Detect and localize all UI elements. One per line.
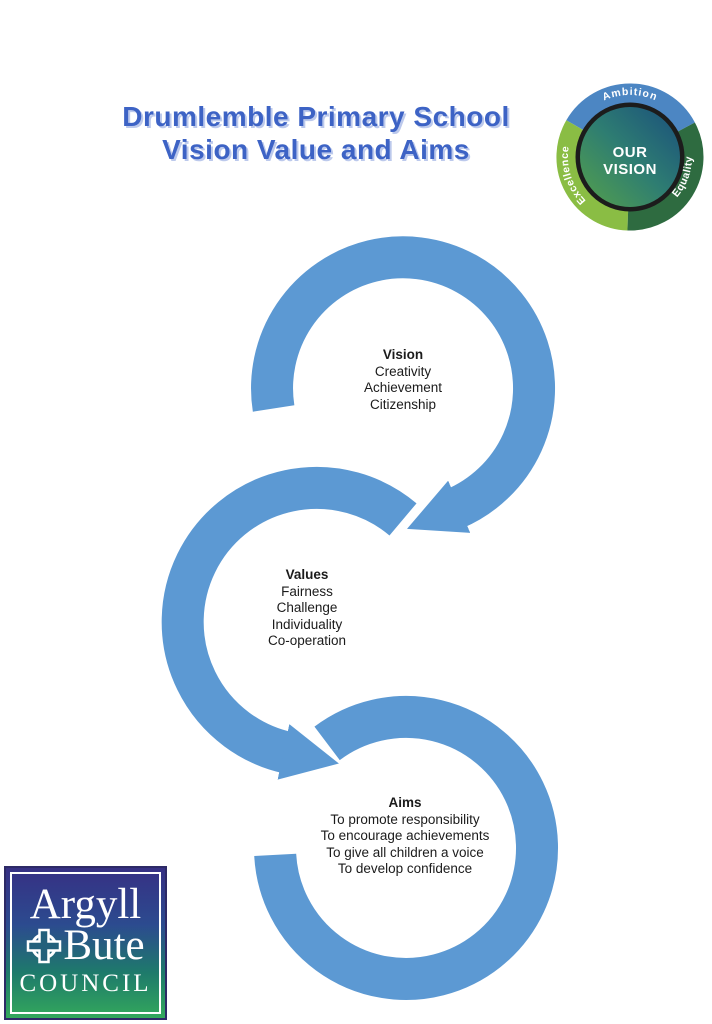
badge-segment-ambition: [566, 83, 695, 133]
council-logo-argyll: Argyll: [29, 881, 142, 928]
badge-inner-ring: [575, 102, 685, 212]
flow-step-vision: Vision Creativity Achievement Citizenshi…: [364, 347, 442, 413]
celtic-cross-icon: [27, 928, 62, 964]
badge-centre-text-line1: OUR: [613, 144, 648, 161]
flow-arrow-vision: [251, 236, 556, 533]
badge-centre-disc: [580, 107, 680, 207]
flow-step-aims-item: To give all children a voice: [326, 844, 484, 860]
our-vision-badge: Ambition Excellence Equality OUR VISION: [556, 83, 704, 231]
flow-step-vision-item: Citizenship: [369, 396, 437, 412]
badge-centre-text-line2: VISION: [603, 161, 657, 178]
council-logo-bute: Bute: [63, 922, 145, 969]
badge-segment-equality: [627, 122, 704, 231]
flow-step-aims: Aims To promote responsibility To encour…: [321, 795, 490, 878]
flow-step-vision-heading: Vision: [382, 347, 424, 362]
page-title-line1: Drumlemble Primary School: [122, 101, 510, 132]
flow-step-values-item: Individuality: [271, 616, 343, 632]
council-logo: Argyll Bute COUNCIL: [4, 866, 167, 1020]
flow-step-vision-item: Creativity: [374, 363, 432, 379]
flow-step-values-item: Co-operation: [267, 633, 347, 648]
page-title-line2: Vision Value and Aims: [162, 134, 470, 165]
flow-step-values: Values Fairness Challenge Individuality …: [268, 567, 346, 650]
flow-step-values-item: Fairness: [281, 583, 333, 599]
council-logo-bute-line: Bute: [26, 922, 145, 969]
flow-step-aims-item: To develop confidence: [337, 861, 473, 876]
page-title: Drumlemble Primary School Vision Value a…: [95, 100, 537, 166]
flow-step-values-heading: Values: [285, 567, 329, 582]
flow-arrow-aims: [254, 695, 558, 1000]
flow-step-vision-item: Achievement: [363, 380, 443, 395]
council-logo-council: COUNCIL: [19, 970, 152, 997]
flow-step-values-item: Challenge: [276, 600, 338, 615]
badge-label-ambition: Ambition: [601, 86, 660, 104]
flow-arrow-values: [161, 466, 417, 780]
council-logo-inner: Argyll Bute COUNCIL: [10, 872, 161, 1014]
flow-step-aims-item: To promote responsibility: [330, 811, 480, 827]
flow-step-aims-item: To encourage achievements: [320, 828, 490, 843]
flow-step-aims-heading: Aims: [388, 795, 422, 810]
badge-segment-excellence: [556, 120, 629, 231]
